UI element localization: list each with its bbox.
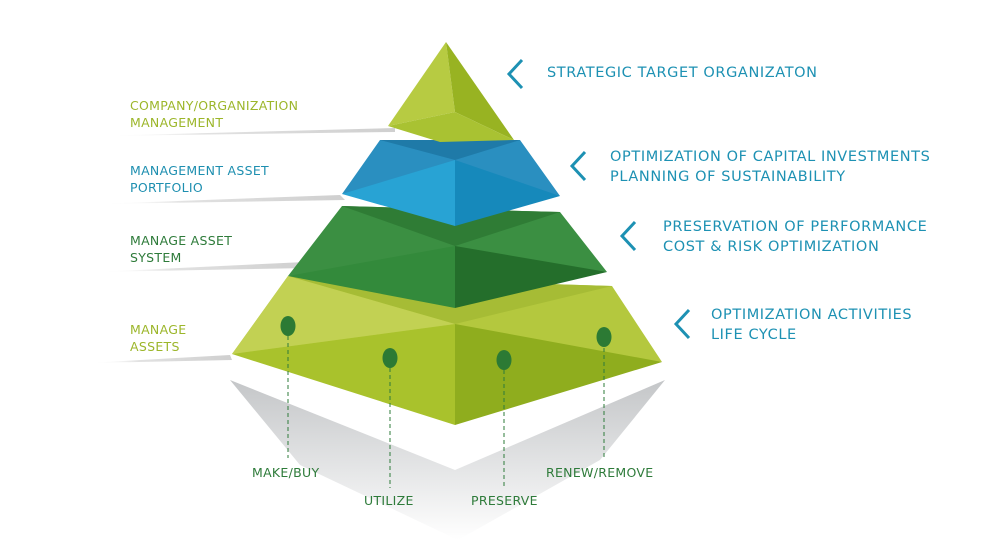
- label-line: COMPANY/ORGANIZATION: [130, 98, 299, 113]
- tier-management-asset-portfolio: [342, 140, 560, 226]
- chevron-left-icon: [673, 308, 691, 340]
- label-line: PORTFOLIO: [130, 180, 204, 195]
- label-line: ASSETS: [130, 339, 180, 354]
- activity-label-utilize: UTILIZE: [364, 493, 414, 508]
- chevron-left-icon: [569, 150, 587, 182]
- activity-dot-utilize: [382, 348, 398, 368]
- chevron-left-icon: [619, 220, 637, 252]
- chevron-left-icon: [506, 58, 524, 90]
- label-strategic-target: STRATEGIC TARGET ORGANIZATON: [547, 63, 818, 83]
- label-line: PLANNING OF SUSTAINABILITY: [610, 169, 846, 185]
- label-line: MANAGEMENT ASSET: [130, 163, 269, 178]
- activity-label-preserve: PRESERVE: [471, 493, 538, 508]
- label-company-organization-management: COMPANY/ORGANIZATION MANAGEMENT: [130, 97, 298, 131]
- pyramid-reflection: [230, 380, 665, 540]
- label-line: STRATEGIC TARGET ORGANIZATON: [547, 65, 818, 81]
- tier-company-organization-management: [388, 42, 514, 142]
- activity-dot-preserve: [496, 350, 512, 370]
- guide-line-1: [95, 128, 395, 136]
- label-performance: PRESERVATION OF PERFORMANCE COST & RISK …: [663, 217, 927, 257]
- label-manage-asset-system: MANAGE ASSET SYSTEM: [130, 232, 232, 266]
- label-line: LIFE CYCLE: [711, 327, 797, 343]
- label-line: SYSTEM: [130, 250, 182, 265]
- label-line: MANAGEMENT: [130, 115, 224, 130]
- tier-manage-asset-system: [288, 206, 607, 308]
- guide-line-2: [95, 195, 345, 204]
- label-line: MANAGE ASSET: [130, 233, 233, 248]
- label-line: COST & RISK OPTIMIZATION: [663, 239, 880, 255]
- activity-dot-make-buy: [280, 316, 296, 336]
- label-line: OPTIMIZATION ACTIVITIES: [711, 307, 913, 323]
- label-management-asset-portfolio: MANAGEMENT ASSET PORTFOLIO: [130, 162, 269, 196]
- guide-line-3: [95, 262, 308, 272]
- label-capital-investments: OPTIMIZATION OF CAPITAL INVESTMENTS PLAN…: [610, 147, 930, 187]
- activity-dot-renew-remove: [596, 327, 612, 347]
- label-line: MANAGE: [130, 322, 187, 337]
- activity-label-renew-remove: RENEW/REMOVE: [546, 465, 654, 480]
- guide-line-4: [88, 355, 232, 363]
- label-line: PRESERVATION OF PERFORMANCE: [663, 219, 928, 235]
- label-life-cycle: OPTIMIZATION ACTIVITIES LIFE CYCLE: [711, 305, 912, 345]
- label-manage-assets: MANAGE ASSETS: [130, 321, 186, 355]
- label-line: OPTIMIZATION OF CAPITAL INVESTMENTS: [610, 149, 931, 165]
- activity-label-make-buy: MAKE/BUY: [252, 465, 320, 480]
